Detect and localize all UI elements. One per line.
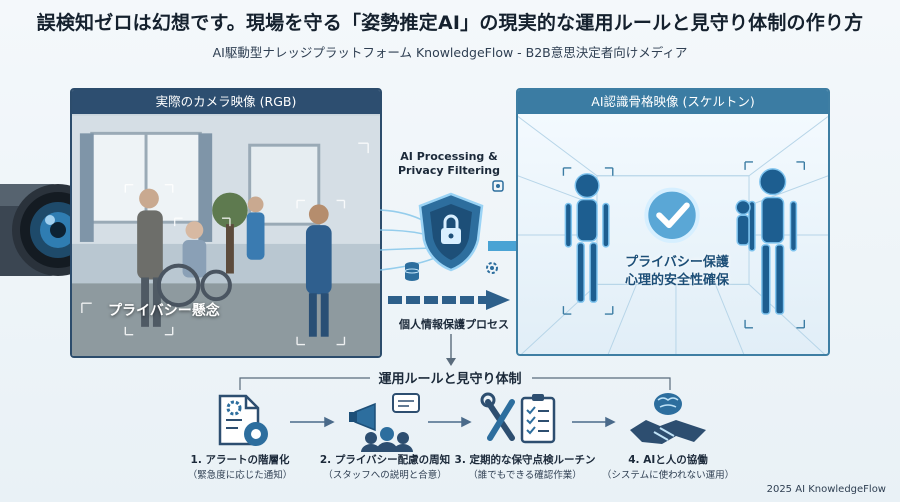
database-icon xyxy=(404,262,420,281)
document-gear-icon xyxy=(218,394,268,446)
skeleton-panel: AI認識骨格映像 (スケルトン) xyxy=(516,88,830,356)
rgb-panel-title: 実際のカメラ映像 (RGB) xyxy=(72,90,380,114)
step-label-3: 3. 定期的な保守点検ルーチン xyxy=(454,454,596,466)
megaphone-team-icon xyxy=(349,393,420,452)
operations-connector xyxy=(239,334,671,390)
ai-processing-label: AI Processing & Privacy Filtering xyxy=(396,150,502,178)
rgb-camera-panel: 実際のカメラ映像 (RGB) xyxy=(70,88,382,358)
step-arrows xyxy=(290,416,616,428)
privacy-badge-line1: プライバシー保護 xyxy=(625,255,729,270)
operations-title: 運用ルールと見守り体制 xyxy=(378,372,522,387)
privacy-badge-line2: 心理的安全性確保 xyxy=(624,273,729,288)
cpu-icon xyxy=(492,180,504,192)
gear-small-icon xyxy=(486,262,498,274)
step-sub-4: （システムに使われない運用） xyxy=(601,470,735,481)
skeleton-scene-illustration xyxy=(518,116,828,354)
step-sub-1: （緊急度に応じた通知） xyxy=(187,470,293,481)
page-title: 誤検知ゼロは幻想です。現場を守る「姿勢推定AI」の現実的な運用ルールと見守り体制… xyxy=(36,12,864,34)
brain-handshake-icon xyxy=(630,393,706,444)
step-sub-2: （スタッフへの説明と合意） xyxy=(323,470,447,481)
tools-checklist-icon xyxy=(480,392,556,444)
copyright-footer: 2025 AI KnowledgeFlow xyxy=(766,484,886,495)
ai-processing-line1: AI Processing & xyxy=(400,150,498,163)
privacy-protection-badge: プライバシー保護 心理的安全性確保 xyxy=(612,254,742,290)
room-scene-illustration xyxy=(72,115,380,356)
skeleton-panel-title: AI認識骨格映像 (スケルトン) xyxy=(518,90,828,114)
step-label-4: 4. AIと人の協働 xyxy=(628,454,708,466)
privacy-process-label: 個人情報保護プロセス xyxy=(399,318,509,331)
page-subtitle: AI駆動型ナレッジプラットフォーム KnowledgeFlow - B2B意思決… xyxy=(212,45,688,60)
step-label-2: 2. プライバシー配慮の周知 xyxy=(319,454,451,466)
step-label-1: 1. アラートの階層化 xyxy=(190,454,290,466)
ai-processing-line2: Privacy Filtering xyxy=(397,164,501,177)
privacy-concern-caption: プライバシー懸念 xyxy=(108,303,220,319)
privacy-process-arrow xyxy=(388,290,510,310)
step-sub-3: （誰でもできる確認作業） xyxy=(468,470,582,481)
shield-lock-icon xyxy=(418,192,484,272)
